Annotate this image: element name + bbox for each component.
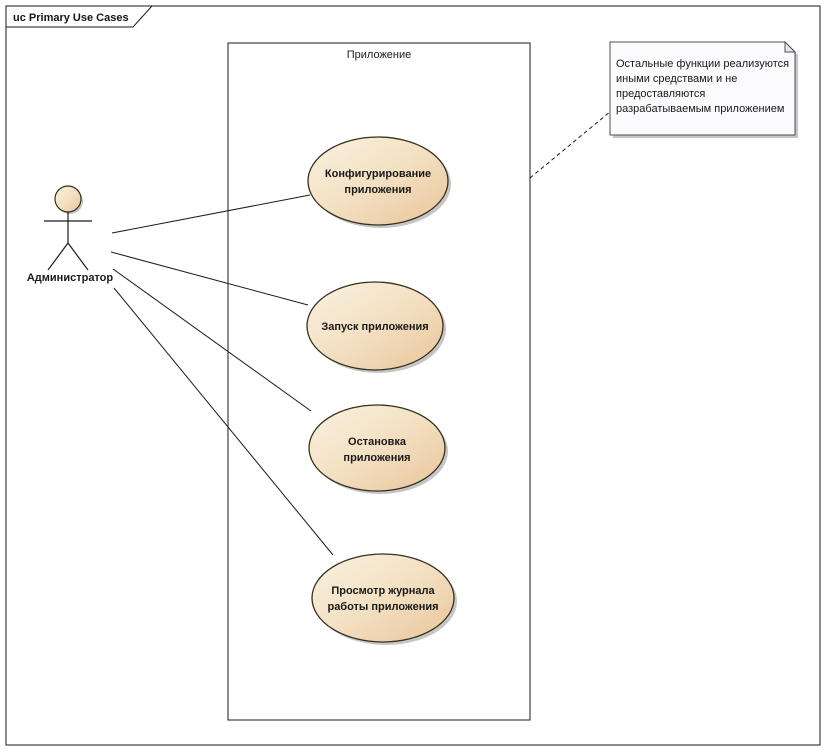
note: Остальные функции реализуются иными сред… [609, 40, 798, 138]
actor-administrator: Администратор [27, 185, 114, 284]
note-text-line: Остальные функции реализуются [616, 58, 789, 70]
usecase-stop-application: Остановка приложения [308, 404, 448, 494]
usecase-start-application: Запуск приложения [306, 281, 446, 373]
diagram-frame: uc Primary Use Cases [5, 5, 821, 746]
association-admin-stop [112, 268, 312, 412]
actor-head-icon [54, 185, 82, 213]
usecase-label: работы приложения [327, 601, 438, 613]
diagram-frame-tab [5, 5, 154, 28]
usecase-label: Запуск приложения [321, 321, 428, 333]
system-boundary: Приложение [227, 42, 531, 721]
usecase-view-application-log: Просмотр журнала работы приложения [311, 553, 457, 645]
note-fold-corner-icon [784, 40, 797, 53]
usecase-ellipse [311, 553, 455, 643]
usecase-ellipse [307, 136, 449, 226]
system-boundary-title: Приложение [347, 49, 412, 61]
actor-right-leg-icon [67, 242, 89, 271]
usecase-label: Конфигурирование [325, 168, 431, 180]
association-admin-configure [111, 194, 311, 234]
diagram-frame-label: uc Primary Use Cases [13, 12, 129, 24]
note-body [609, 41, 796, 136]
usecase-label: приложения [344, 184, 411, 196]
actor-left-leg-icon [47, 242, 69, 271]
actor-label: Администратор [27, 272, 114, 284]
usecase-label: Остановка [348, 436, 407, 448]
note-connector-line [529, 110, 612, 179]
diagram-frame-border [5, 5, 821, 746]
note-text-line: предоставляются [616, 88, 705, 100]
usecase-ellipse [306, 281, 444, 371]
association-admin-start [110, 251, 309, 306]
usecase-ellipse [308, 404, 446, 492]
system-boundary-box [227, 42, 531, 721]
note-text-line: разрабатываемым приложением [616, 103, 784, 115]
usecase-label: Просмотр журнала [331, 585, 435, 597]
usecase-configure-application: Конфигурирование приложения [307, 136, 451, 228]
note-text-line: иными средствами и не [616, 73, 737, 85]
usecase-label: приложения [343, 452, 410, 464]
association-admin-view-log [113, 287, 334, 556]
